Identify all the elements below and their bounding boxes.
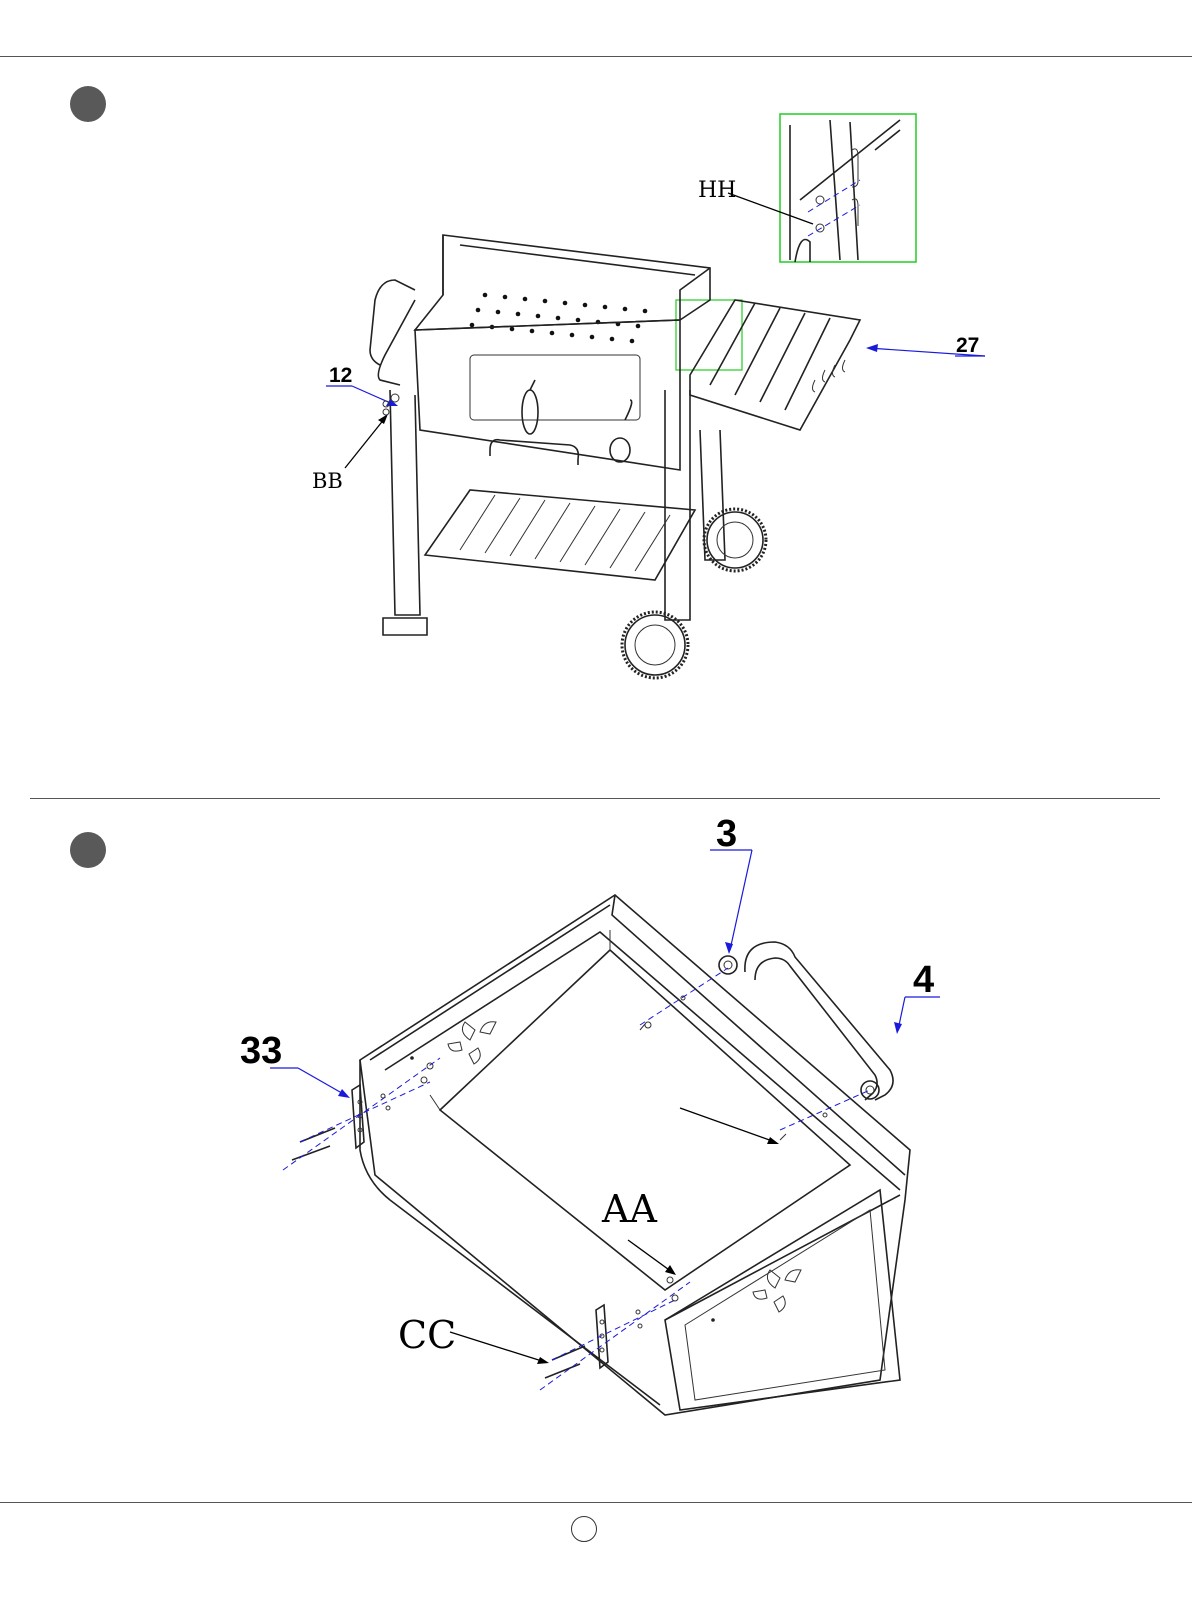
step-1-grill-diagram: HH — [0, 0, 1192, 790]
leader-part-33 — [298, 1068, 347, 1096]
label-hh: HH — [698, 178, 736, 203]
label-part-12: 12 — [329, 364, 352, 387]
label-part-4: 4 — [913, 959, 934, 1001]
grill-assembly — [370, 235, 766, 678]
wheel-rear — [707, 512, 763, 568]
step-2-firebox-diagram: 3 4 33 AA CC — [0, 790, 1192, 1430]
label-cc: CC — [398, 1313, 456, 1357]
leader-inner-bolt — [680, 1108, 775, 1142]
label-part-27: 27 — [956, 334, 979, 357]
leader-hh — [728, 193, 813, 224]
vent-top — [448, 1022, 496, 1064]
label-aa: AA — [601, 1187, 657, 1231]
leader-bb — [345, 418, 385, 468]
detail-box-content — [790, 120, 900, 262]
grate-holes — [470, 293, 648, 344]
leader-aa — [628, 1240, 672, 1272]
wheel-front — [625, 615, 685, 675]
bottom-rule — [0, 1502, 1192, 1503]
label-part-33: 33 — [240, 1030, 282, 1072]
leader-cc — [450, 1332, 545, 1362]
side-shelf — [690, 300, 860, 430]
handle-part-4 — [719, 942, 893, 1100]
bracket-part-33 — [352, 1085, 608, 1368]
label-bb: BB — [312, 469, 343, 493]
label-part-3: 3 — [716, 813, 737, 855]
detail-source-box — [676, 300, 742, 370]
detail-box-hh — [780, 114, 916, 262]
vent-bottom — [753, 1270, 801, 1312]
page-number-circle — [571, 1516, 597, 1542]
leader-part-3 — [730, 850, 752, 950]
